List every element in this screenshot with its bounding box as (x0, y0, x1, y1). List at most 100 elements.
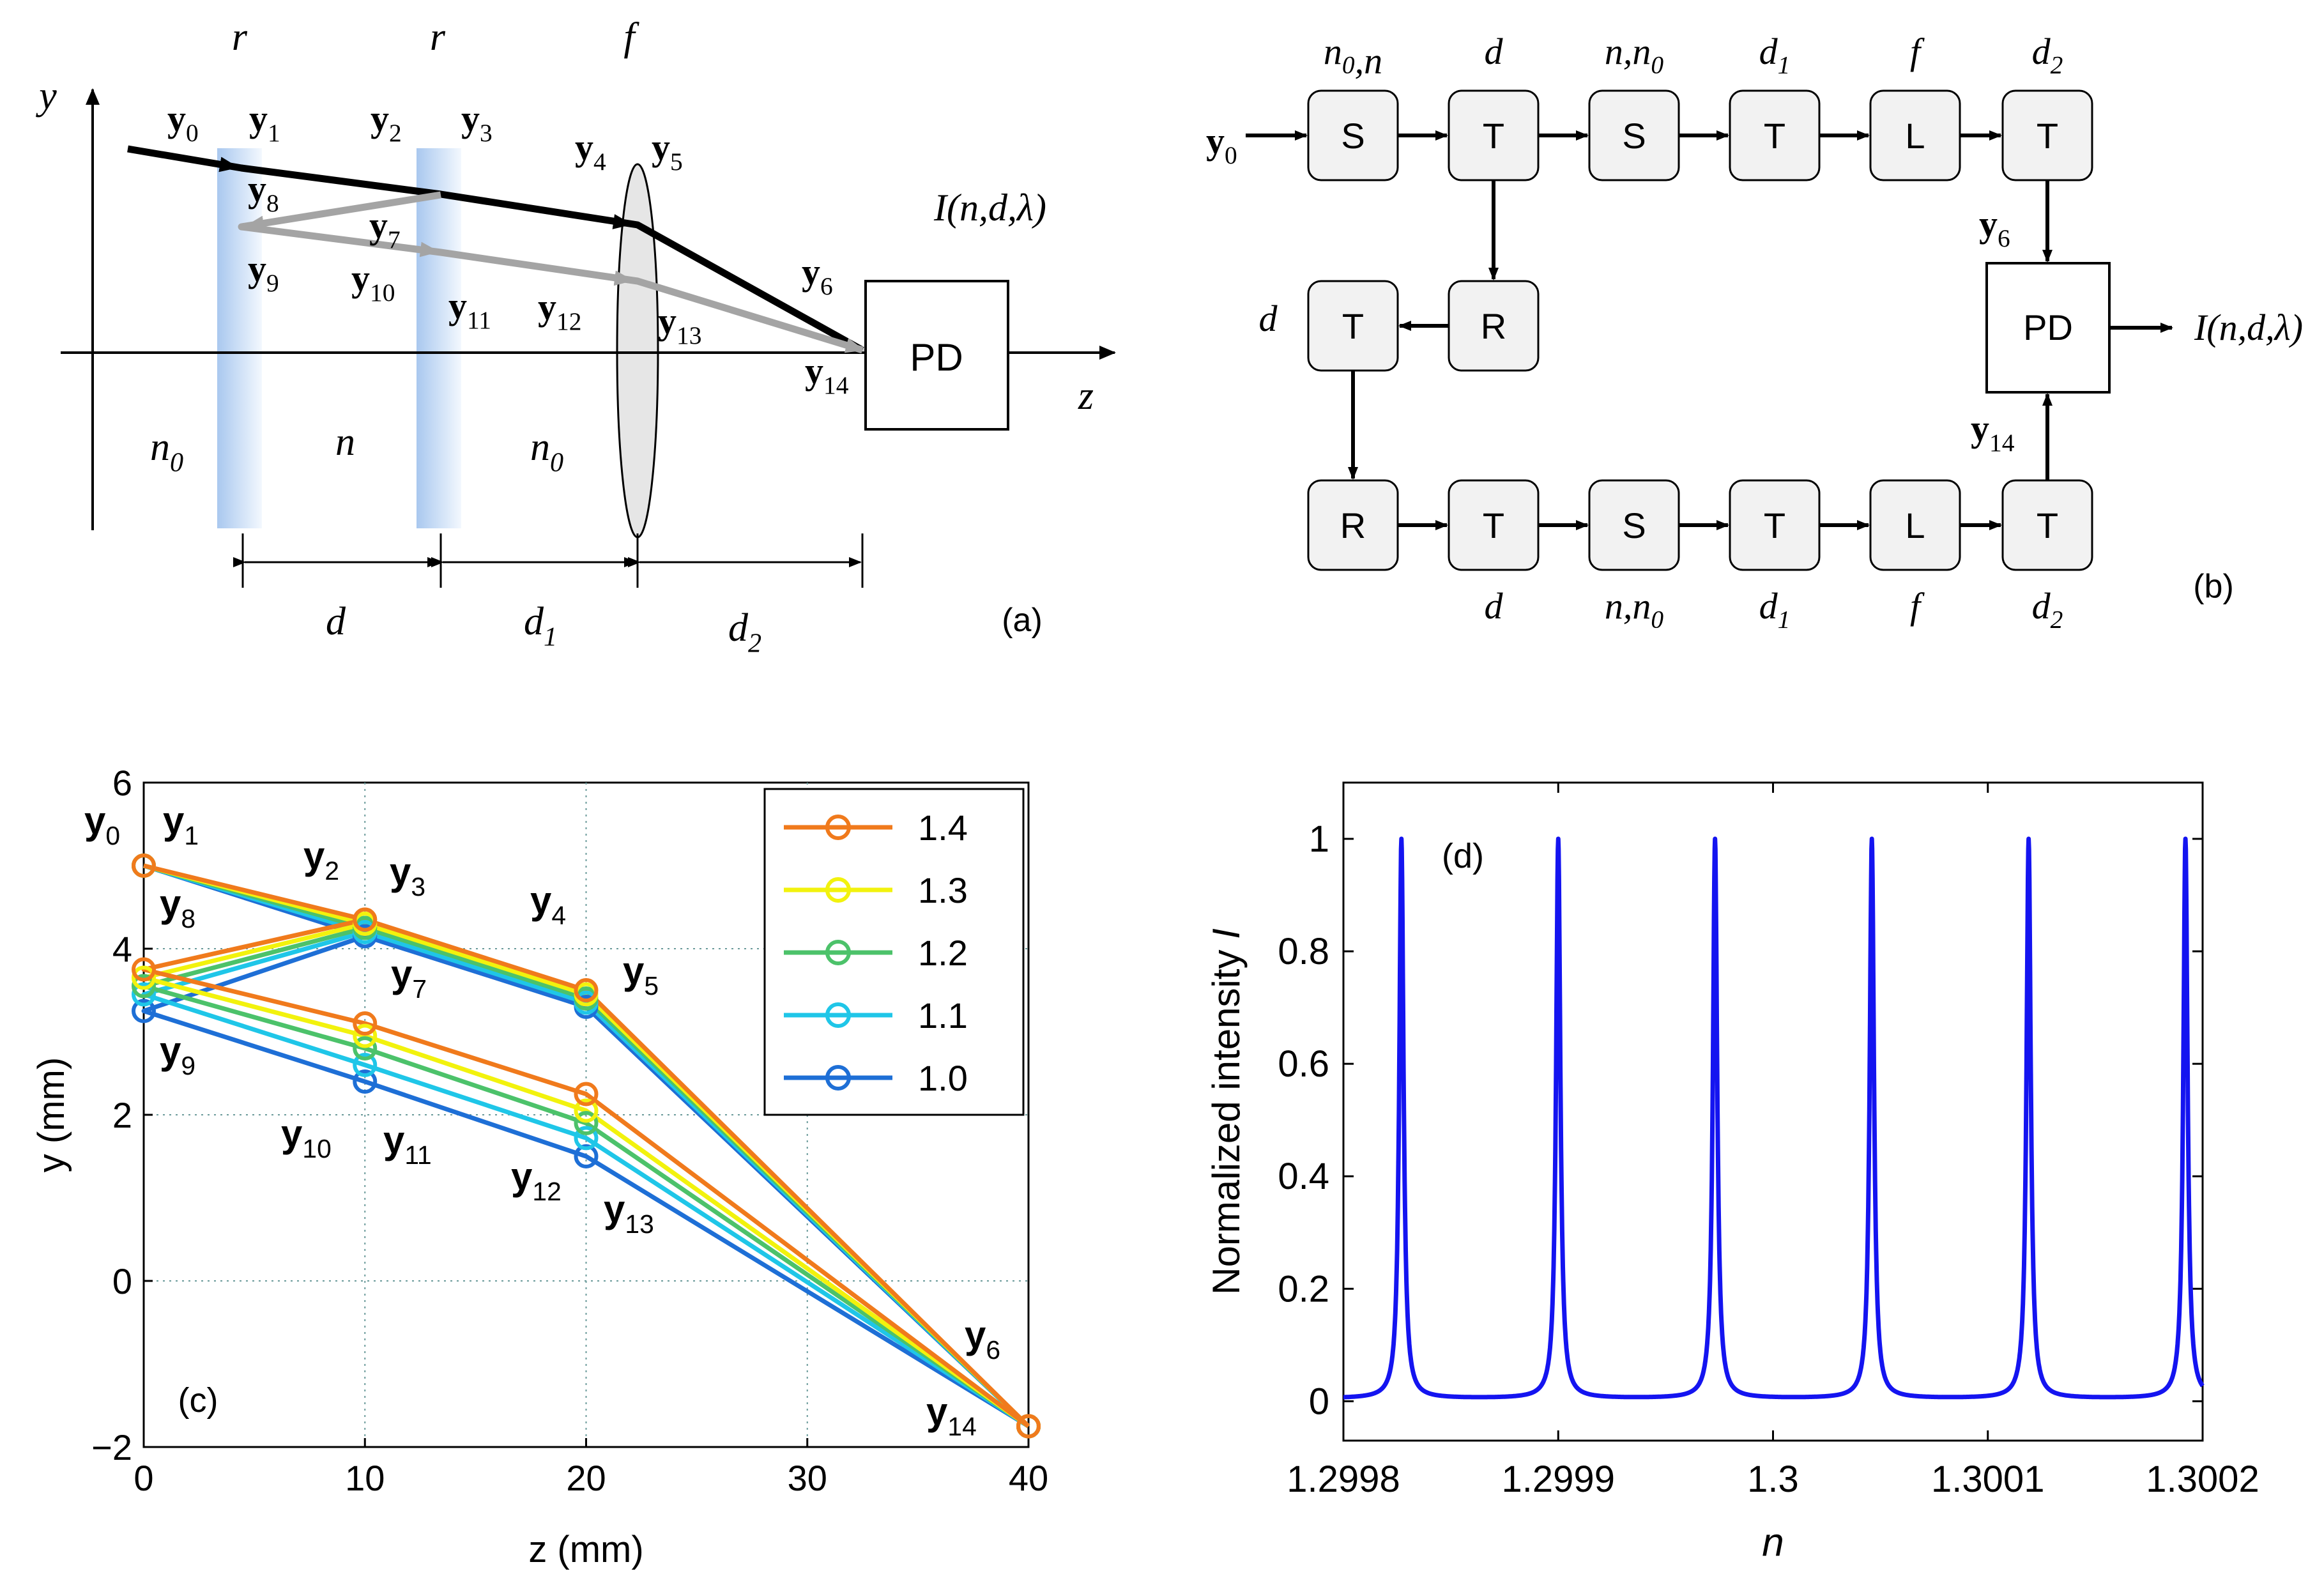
top-block-4-label: L (1905, 116, 1925, 156)
xtick-label-d-1: 1.2999 (1502, 1459, 1615, 1500)
bottom-param-4: f (1910, 585, 1925, 627)
series-1.4-point-7 (574, 1082, 599, 1106)
bottom-param-2: n,n0 (1605, 585, 1664, 634)
panel-b-tag: (b) (2193, 568, 2234, 605)
legend-label-1.0: 1.0 (918, 1058, 968, 1098)
top-block-1-label: T (1483, 116, 1504, 156)
series-1.0-point-5 (132, 999, 156, 1023)
series-1.1-point-6 (353, 1053, 378, 1077)
ray-label-y9: y9 (248, 248, 279, 297)
point-label-y1: y1 (163, 799, 199, 850)
bottom-block-5-label: T (2037, 505, 2058, 546)
span-label-d2: d2 (728, 606, 761, 658)
ray-label-y2: y2 (371, 98, 402, 147)
legend-label-1.1: 1.1 (918, 995, 968, 1036)
series-1.4-point-8 (1016, 1414, 1041, 1439)
point-label-y2: y2 (303, 834, 339, 885)
bottom-block-3-label: T (1764, 505, 1785, 546)
reflectance-label-2: r (430, 15, 446, 59)
mirror-slab-2 (417, 148, 461, 528)
output-intensity-a: I(n,d,λ) (933, 187, 1046, 229)
series-1.2-point-6 (353, 1036, 378, 1060)
reflectance-label-1: r (232, 15, 248, 59)
ray-label-y4: y4 (575, 126, 606, 176)
photodetector-box-a (864, 280, 1009, 431)
series-1.4-return-line (141, 917, 1030, 1428)
medium-label-0: n0 (150, 425, 183, 477)
bottom-param-1: d (1485, 585, 1504, 627)
focal-length-label: f (623, 15, 639, 59)
ray-label-y1: y1 (249, 98, 280, 147)
series-1.0-point-7 (574, 1144, 599, 1168)
top-param-2: n,n0 (1605, 31, 1664, 79)
y14-label-b: y14 (1971, 408, 2015, 457)
legend-marker-1.2 (825, 940, 851, 965)
series-1.1-point-5 (132, 982, 156, 1007)
ytick-label-c--2: −2 (91, 1427, 132, 1467)
photodetector-label-b: PD (2023, 307, 2073, 348)
return-ray (238, 191, 864, 354)
photodetector-box-b (1985, 262, 2111, 394)
ytick-label-d-5: 1 (1309, 818, 1329, 860)
series-1.3-return-line (141, 921, 1030, 1428)
legend-marker-1.3 (825, 877, 851, 903)
ray-label-y7: y7 (369, 204, 401, 254)
xtick-label-d-0: 1.2998 (1287, 1459, 1400, 1500)
xtick-label-c-10: 10 (345, 1458, 385, 1498)
point-label-y12: y12 (511, 1155, 562, 1206)
legend-label-1.3: 1.3 (918, 870, 968, 910)
photodetector-label-a: PD (910, 336, 963, 379)
ytick-label-d-1: 0.2 (1278, 1268, 1329, 1310)
x-axis-label-d: n (1762, 1520, 1784, 1565)
legend-marker-1.1 (825, 1002, 851, 1028)
span-label-d1: d1 (524, 600, 557, 652)
bottom-block-1-label: T (1483, 505, 1504, 546)
span-label-d: d (326, 600, 346, 643)
ray-label-y3: y3 (461, 98, 493, 147)
ytick-label-d-3: 0.6 (1278, 1043, 1329, 1085)
series-1.4-point-5 (132, 957, 156, 982)
xtick-label-c-20: 20 (566, 1458, 606, 1498)
series-1.3-point-5 (132, 965, 156, 990)
mid-param-d: d (1259, 298, 1278, 339)
point-label-y10: y10 (281, 1112, 332, 1163)
top-param-5: d2 (2032, 31, 2063, 79)
panel-c-tag: (c) (178, 1381, 218, 1420)
legend-marker-1.0 (825, 1065, 851, 1091)
top-block-0-label: S (1341, 116, 1365, 156)
point-label-y0: y0 (84, 799, 120, 850)
point-label-y7: y7 (391, 953, 427, 1004)
series-1.4-forward-line (143, 863, 1030, 1428)
ytick-label-c-6: 6 (112, 763, 132, 803)
xtick-label-d-3: 1.3001 (1931, 1459, 2044, 1500)
point-label-y9: y9 (160, 1029, 195, 1080)
mid-block-R-label: R (1481, 306, 1506, 346)
series-1.3-point-6 (353, 1023, 378, 1048)
top-block-2-label: S (1622, 116, 1646, 156)
ray-label-y13: y13 (658, 300, 701, 349)
series-1.4-point-4 (353, 907, 378, 932)
ray-label-y11: y11 (448, 285, 491, 334)
xtick-label-c-0: 0 (134, 1458, 153, 1498)
bottom-block-4-label: L (1905, 505, 1925, 546)
legend-label-1.4: 1.4 (918, 808, 968, 848)
series-1.1-return-line (141, 930, 1030, 1428)
legend-marker-1.4 (825, 815, 851, 840)
top-param-0: n0,n (1324, 31, 1382, 82)
y-axis-label-d: Normalized intensity I (1205, 928, 1248, 1295)
medium-label-1: n (335, 420, 355, 464)
top-block-5-label: T (2037, 116, 2058, 156)
output-intensity-b: I(n,d,λ) (2194, 307, 2303, 348)
ray-label-y0: y0 (167, 98, 199, 147)
series-1.2-point-5 (132, 974, 156, 999)
panel-d-tag: (d) (1442, 837, 1484, 875)
point-label-y4: y4 (530, 879, 566, 930)
z-axis-label: z (1078, 374, 1094, 418)
point-label-y14: y14 (926, 1390, 977, 1441)
series-1.4-point-2 (574, 978, 599, 1002)
top-param-1: d (1485, 31, 1504, 72)
ytick-label-d-4: 0.8 (1278, 931, 1329, 972)
